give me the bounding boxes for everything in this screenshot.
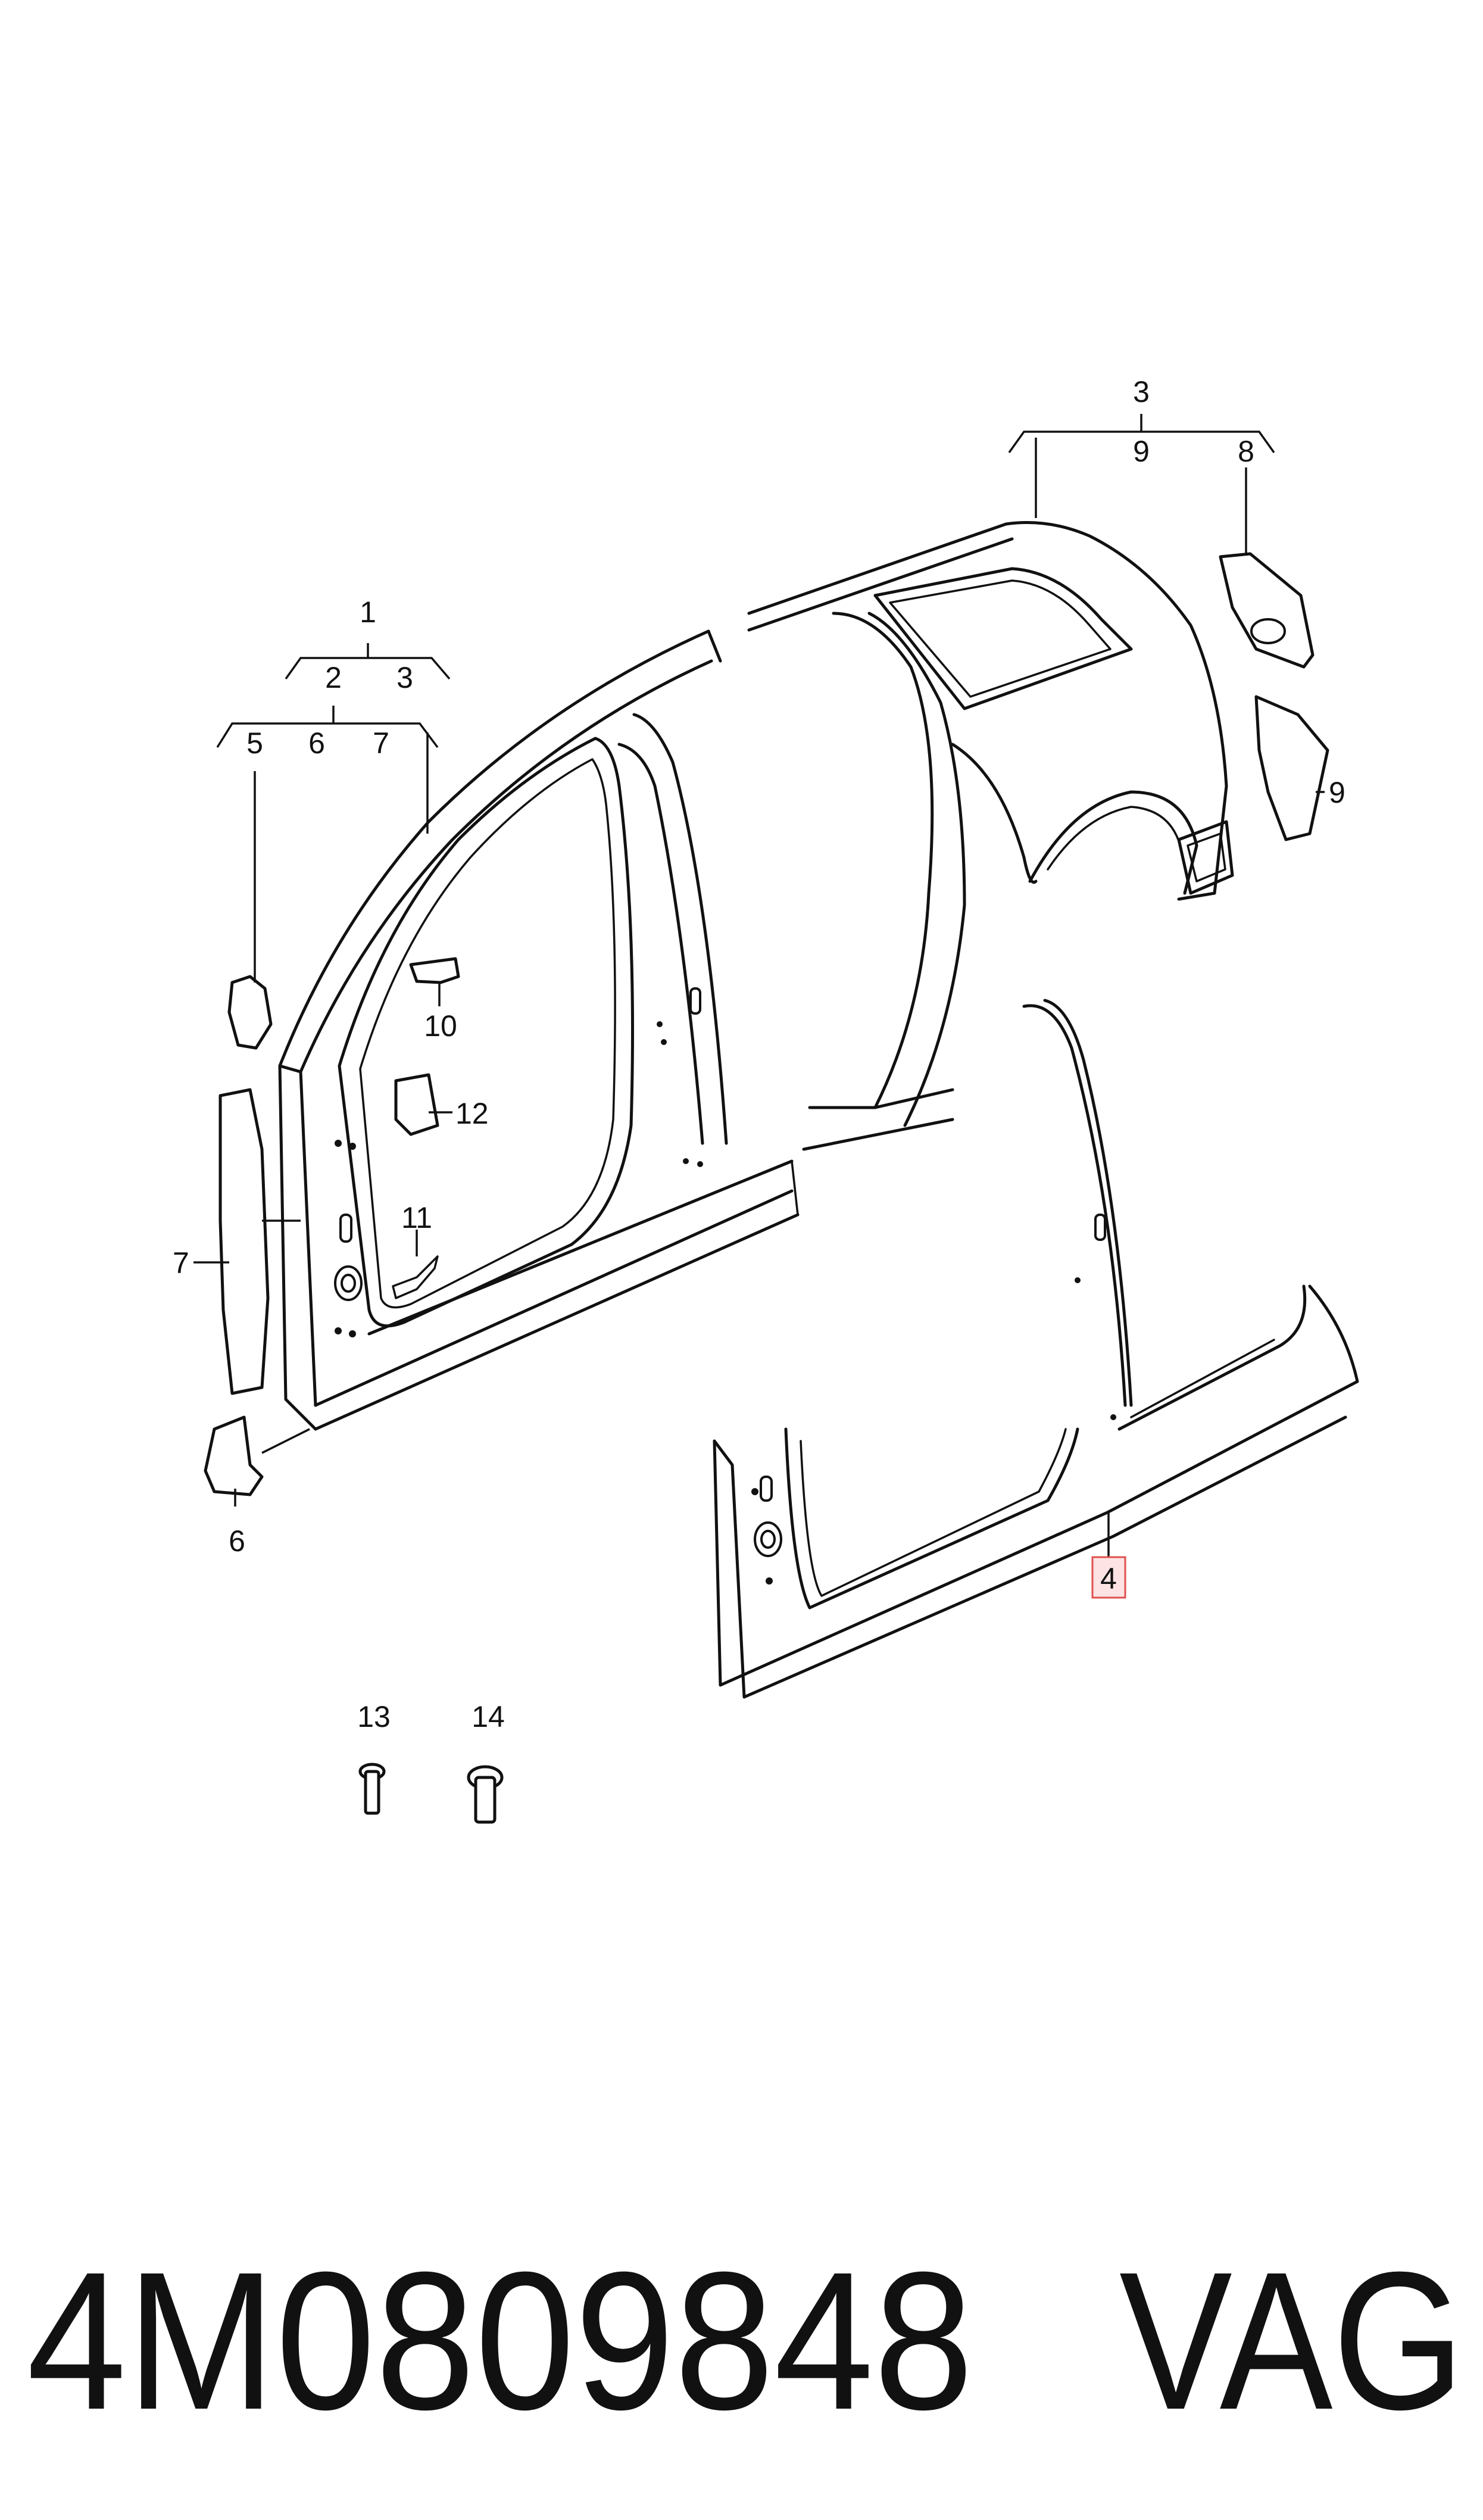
- callout-12: 12: [455, 1097, 489, 1130]
- callout-10: 10: [424, 1009, 457, 1043]
- callout-8: 8: [1238, 435, 1254, 468]
- sill-panel-part-4: [713, 999, 1359, 1699]
- bracket-part-5: [227, 975, 273, 1050]
- panel-part-8-hole: [1250, 618, 1286, 644]
- callout-14: 14: [472, 1700, 505, 1733]
- callout-9-right: 9: [1329, 776, 1345, 809]
- callout-1: 1: [360, 595, 376, 629]
- brand-label: VAG: [1119, 2231, 1465, 2450]
- reinforcement-part-7: [218, 1088, 270, 1395]
- callout-3-right: 3: [1133, 375, 1150, 408]
- callout-6: 6: [308, 726, 325, 760]
- callout-4: 4: [1100, 1562, 1117, 1595]
- callout-3: 3: [396, 661, 413, 694]
- side-panel-rear: [747, 521, 1234, 1151]
- bracket-part-10: [409, 957, 460, 984]
- callout-4-highlight-box: [1091, 1556, 1126, 1599]
- rivet-part-13: [358, 1763, 386, 1815]
- callouts: 1 2 3 5 6 7 10 12 11 7 6 3 9 8 9 4 13 14: [173, 375, 1345, 1733]
- callout-7: 7: [373, 726, 389, 760]
- bracket-part-9: [1254, 695, 1329, 841]
- side-panel-front: [278, 629, 800, 1431]
- callout-2: 2: [325, 661, 342, 694]
- callout-5: 5: [246, 726, 263, 760]
- callout-13: 13: [357, 1700, 391, 1733]
- callout-9: 9: [1133, 435, 1150, 468]
- cover-part-12: [394, 1073, 439, 1136]
- leader-lines: [193, 414, 1325, 1557]
- callout-6-lower: 6: [229, 1524, 245, 1558]
- callout-7-left: 7: [173, 1246, 189, 1280]
- strip-part-11: [392, 1255, 439, 1299]
- rivet-part-14: [467, 1765, 504, 1824]
- bracket-part-6: [204, 1415, 264, 1496]
- part-number: 4M0809848: [27, 2231, 973, 2450]
- callout-11: 11: [401, 1201, 432, 1234]
- panel-part-8: [1219, 552, 1315, 669]
